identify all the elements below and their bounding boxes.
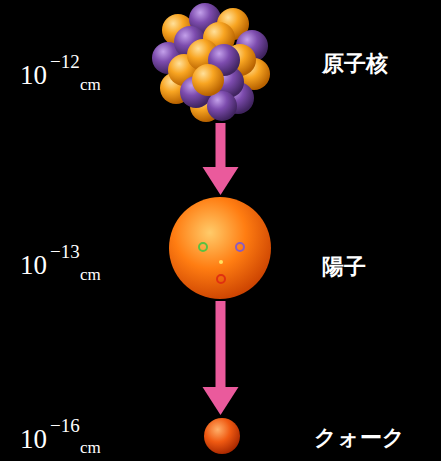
particle-row: 10−13cm 陽子 (0, 196, 441, 300)
size-number: 10 (20, 426, 47, 453)
size-exponent: −12 (50, 52, 80, 71)
particle-name: 陽子 (322, 256, 366, 278)
size-number: 10 (20, 252, 47, 279)
size-unit: cm (80, 76, 101, 93)
size-exponent: −13 (50, 242, 80, 261)
size-unit: cm (80, 266, 101, 283)
pink-arrow (203, 301, 239, 415)
particle-row: 10−16cm クォーク (0, 416, 441, 458)
size-number: 10 (20, 62, 47, 89)
proton-sphere (169, 197, 271, 299)
nucleus-cluster (152, 3, 270, 122)
pink-arrow (203, 123, 239, 195)
particle-row: 10−12cm 原子核 (0, 6, 441, 122)
quark-sphere (204, 418, 240, 454)
arrow-head (203, 387, 239, 415)
arrow-shaft (216, 301, 226, 389)
arrow-head (203, 167, 239, 195)
particle-name: クォーク (314, 427, 405, 449)
arrow-shaft (216, 123, 226, 169)
particle-name: 原子核 (322, 53, 388, 75)
size-exponent: −16 (50, 416, 80, 435)
size-unit: cm (80, 439, 101, 456)
